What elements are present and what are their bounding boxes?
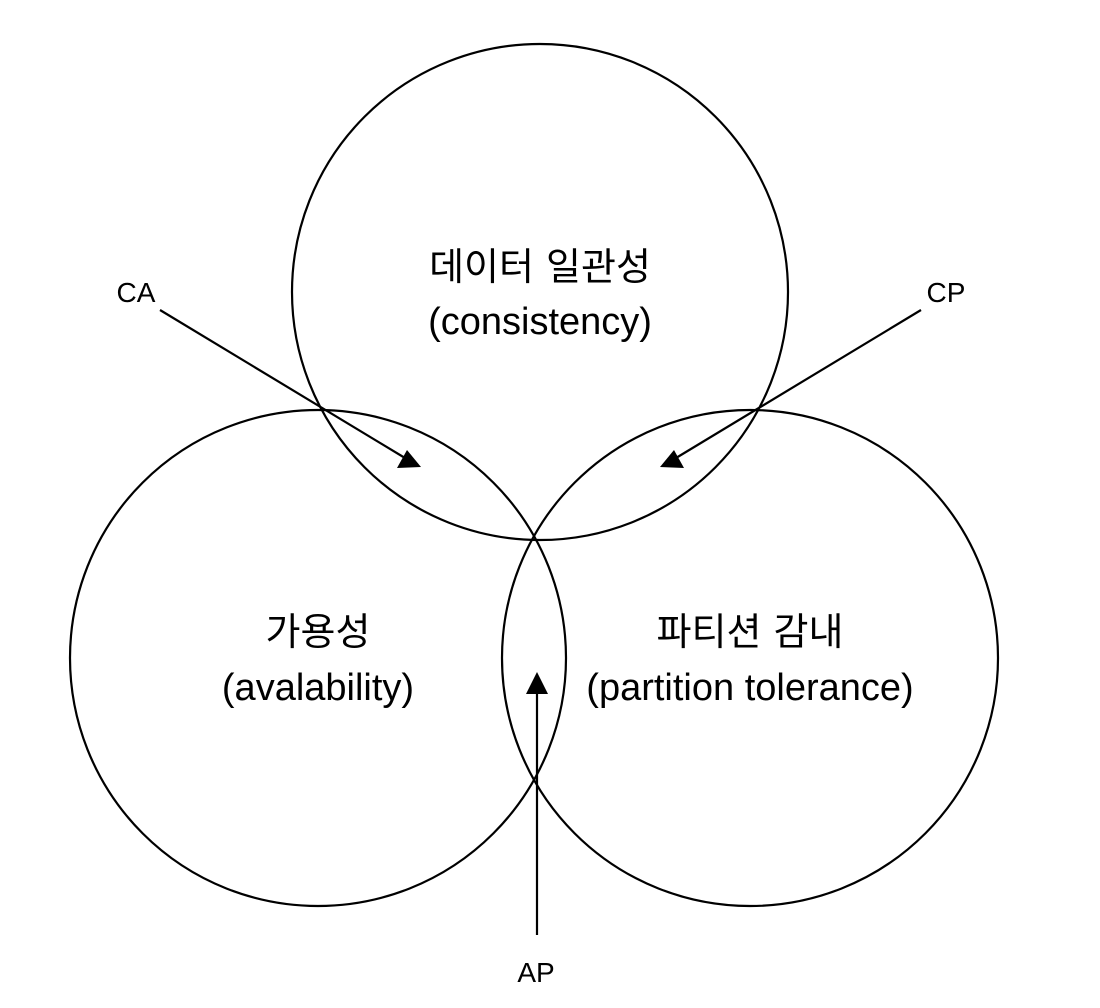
availability-circle [68, 408, 568, 908]
ca-arrow [159, 309, 421, 468]
cp-arrow-head [660, 450, 684, 468]
consistency-circle [290, 42, 790, 542]
cp-arrow [660, 309, 922, 468]
ca-arrow-line [159, 309, 406, 459]
cp-label: CP [927, 277, 966, 308]
cp-arrow-line [675, 309, 922, 459]
ap-arrow-head [526, 672, 548, 694]
availability-label: 가용성 [266, 610, 371, 654]
partition-tolerance-term: (partition tolerance) [586, 667, 913, 709]
ca-arrow-head [397, 450, 421, 468]
ca-label: CA [117, 277, 156, 308]
consistency-label: 데이터 일관성 [429, 245, 651, 289]
ap-arrow [526, 672, 548, 935]
consistency-term: (consistency) [428, 301, 652, 343]
ap-label: AP [517, 957, 554, 988]
partition-tolerance-label: 파티션 감내 [657, 610, 844, 654]
partition-tolerance-circle [500, 408, 1000, 908]
availability-term: (avalability) [222, 667, 414, 709]
